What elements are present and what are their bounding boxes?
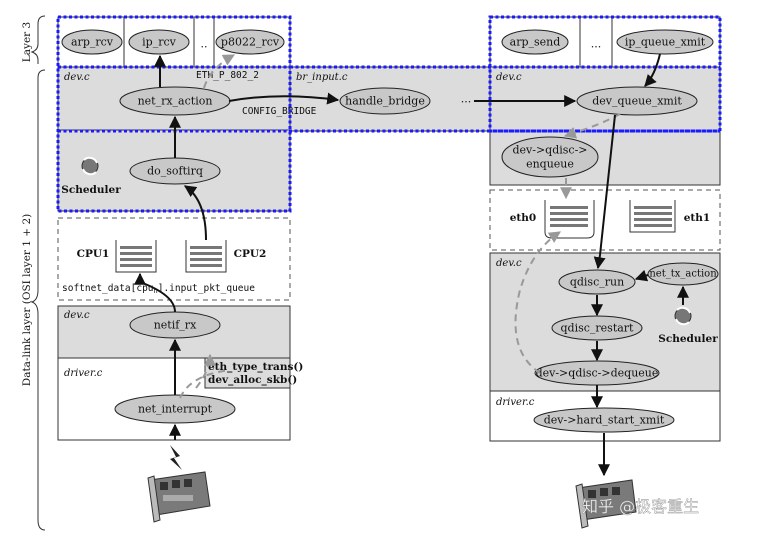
scheduler-right-icon: [674, 306, 692, 326]
ip-queue-xmit-node: [616, 29, 714, 55]
eth0-queue-icon: [544, 200, 595, 239]
net-tx-action-label: net_tx_action: [649, 269, 717, 280]
qdisc-dequeue-label: dev->qdisc->dequeue: [536, 367, 659, 380]
watermark-text: 知乎 @极客重生: [582, 497, 699, 516]
layer3-label: Layer 3: [21, 22, 33, 62]
eth0-label: eth0: [510, 212, 536, 224]
p8022-rcv-label: p8022_rcv: [221, 36, 280, 49]
softnet-queue-box: [57, 217, 291, 301]
qdisc-enqueue-label-2: enqueue: [526, 158, 574, 171]
arp-send-label: arp_send: [510, 36, 561, 49]
handle-bridge-label: handle_bridge: [345, 95, 425, 108]
br-input-label: br_input.c: [296, 72, 348, 83]
p8022-rcv-node: [215, 29, 285, 55]
nic-card-left-icon: [147, 445, 211, 523]
qdisc-run-node: [558, 269, 636, 295]
left-driverc-label: driver.c: [64, 368, 103, 379]
cpu1-label: CPU1: [77, 248, 110, 260]
right-lower-devc-label: dev.c: [496, 258, 522, 269]
eth1-label: eth1: [684, 212, 710, 224]
ip-rcv-node: [128, 29, 190, 55]
left-cells-ellipsis: ..: [201, 38, 208, 51]
qdisc-run-label: qdisc_run: [570, 276, 624, 289]
nic-card-right-icon: [575, 479, 637, 529]
qdisc-enqueue-label-1: dev->qdisc->: [512, 144, 587, 157]
dev-queue-xmit-node: [576, 86, 698, 116]
cpu2-queue-icon: [185, 240, 227, 273]
right-devc-label: dev.c: [496, 72, 522, 83]
bridge-ellipsis: ...: [461, 93, 472, 106]
qdisc-restart-label: qdisc_restart: [561, 322, 635, 335]
arp-rcv-label: arp_rcv: [71, 36, 114, 49]
left-highlight-frame: [56, 15, 292, 213]
right-highlight-frame: [488, 15, 722, 133]
qdisc-enqueue-node: [501, 136, 599, 178]
cpu2-label: CPU2: [234, 248, 267, 260]
hard-start-xmit-label: dev->hard_start_xmit: [544, 414, 665, 427]
softnet-data-label: softnet_data[cpun].input_pkt_queue: [62, 283, 255, 295]
arp-rcv-node: [61, 29, 123, 55]
dev-alloc-skb-label: dev_alloc_skb(): [208, 374, 297, 387]
cpu1-queue-icon: [115, 240, 157, 273]
left-devc-label: dev.c: [64, 72, 90, 83]
eth-type-trans-label: eth_type_trans(): [208, 361, 303, 374]
ip-rcv-label: ip_rcv: [142, 36, 176, 49]
arp-send-node: [501, 29, 569, 55]
net-rx-action-label: net_rx_action: [138, 95, 213, 108]
scheduler-left-label: Scheduler: [61, 184, 121, 196]
do-softirq-label: do_softirq: [147, 165, 203, 178]
eth1-queue-icon: [629, 200, 676, 233]
right-driverc-label: driver.c: [496, 397, 535, 408]
device-queues-box: [489, 189, 721, 251]
handle-bridge-node: [339, 87, 431, 115]
net-interrupt-label: net_interrupt: [138, 403, 213, 416]
ip-queue-xmit-label: ip_queue_xmit: [625, 36, 706, 49]
left-lower-devc-label: dev.c: [64, 310, 90, 321]
scheduler-right-label: Scheduler: [658, 333, 718, 345]
hard-start-xmit-node: [533, 407, 675, 433]
right-cells-ellipsis: ...: [591, 38, 602, 51]
netif-rx-label: netif_rx: [154, 319, 197, 332]
eth-p-802-2-label: ETH_P_802_2: [196, 70, 259, 81]
config-bridge-label: CONFIG_BRIDGE: [242, 106, 317, 117]
dev-queue-xmit-label: dev_queue_xmit: [592, 95, 682, 108]
datalink-layer-label: Data-link layer (OSI layer 1 + 2): [21, 214, 33, 386]
scheduler-left-icon: [81, 156, 99, 176]
